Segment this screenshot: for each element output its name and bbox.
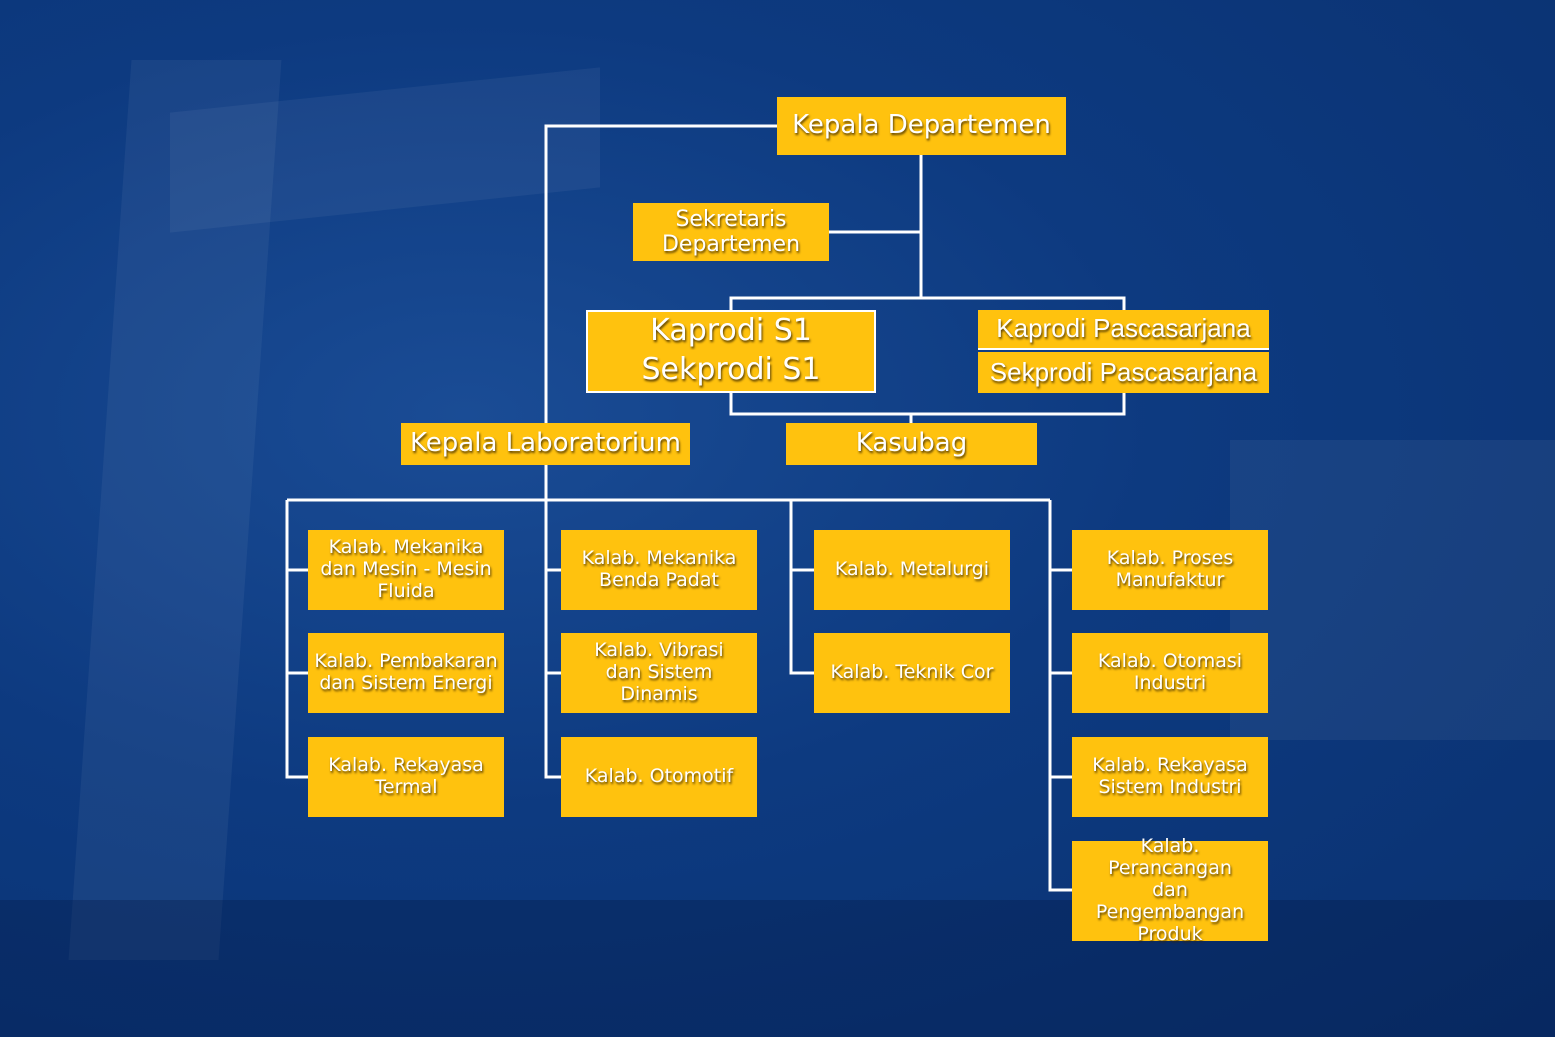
lab-box: Kalab. Mekanika Benda Padat [561, 530, 757, 610]
sekprodi-s1-box: Sekprodi S1 [586, 350, 876, 393]
lab-box: Kalab. Perancangan dan Pengembangan Prod… [1072, 835, 1268, 945]
kepala-departemen-box: Kepala Departemen [777, 97, 1066, 155]
lab-box: Kalab. Proses Manufaktur [1072, 530, 1268, 610]
lab-box: Kalab. Rekayasa Sistem Industri [1072, 737, 1268, 817]
kaprodi-pascasarjana-box: Kaprodi Pascasarjana [978, 310, 1269, 350]
lab-box: Kalab. Rekayasa Termal [308, 737, 504, 817]
kepala-laboratorium-box: Kepala Laboratorium [401, 423, 690, 465]
kasubag-box: Kasubag [786, 423, 1037, 465]
lab-box: Kalab. Mekanika dan Mesin - Mesin Fluida [308, 530, 504, 610]
background-building-right [1230, 440, 1555, 740]
sekprodi-pascasarjana-box: Sekprodi Pascasarjana [978, 352, 1269, 393]
lab-box: Kalab. Metalurgi [814, 530, 1010, 610]
lab-box: Kalab. Teknik Cor [814, 633, 1010, 713]
lab-box: Kalab. Vibrasi dan Sistem Dinamis [561, 633, 757, 713]
sekretaris-departemen-box: Sekretaris Departemen [633, 203, 829, 261]
lab-box: Kalab. Otomasi Industri [1072, 633, 1268, 713]
background-ground [0, 900, 1555, 1037]
kaprodi-s1-box: Kaprodi S1 [586, 310, 876, 352]
lab-box: Kalab. Pembakaran dan Sistem Energi [308, 633, 504, 713]
lab-box: Kalab. Otomotif [561, 737, 757, 817]
